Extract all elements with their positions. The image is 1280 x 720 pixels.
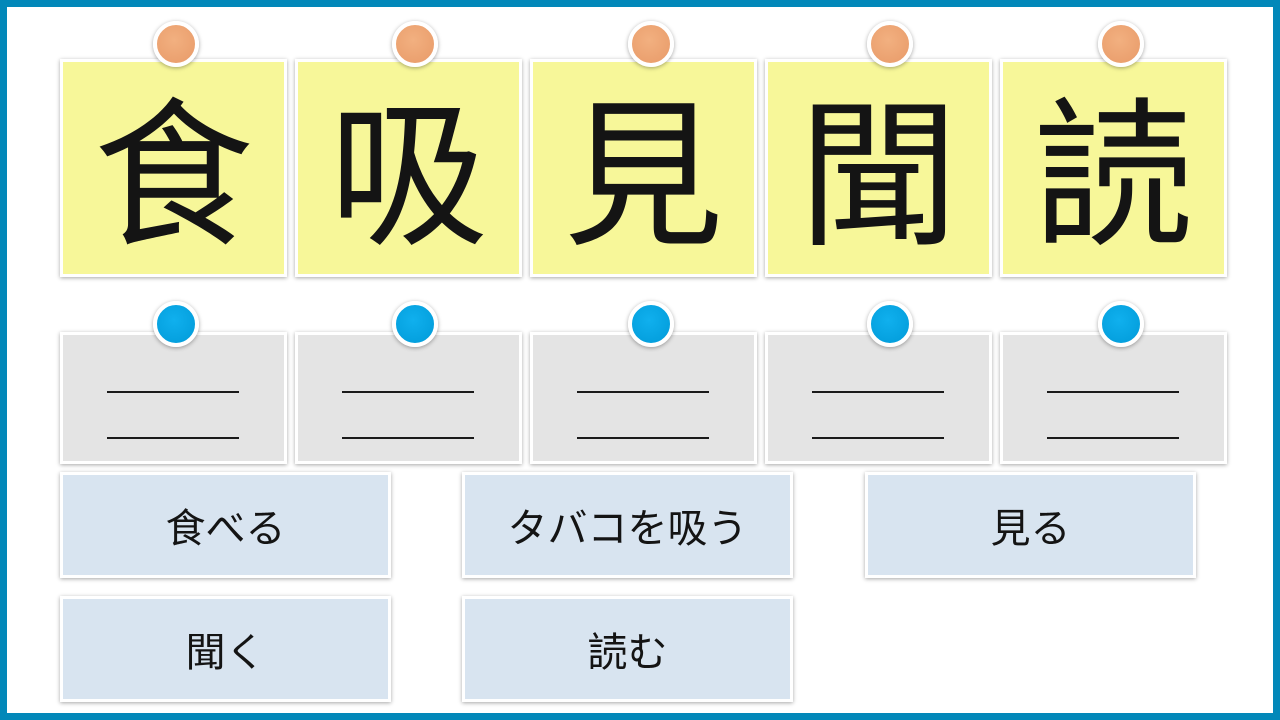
answer-drop-zone[interactable] <box>765 332 992 464</box>
pin-icon <box>392 301 438 347</box>
pin-icon <box>153 301 199 347</box>
answer-button-tabako-wo-suu[interactable]: タバコを吸う <box>462 472 793 578</box>
pin-icon <box>1098 21 1144 67</box>
kanji-card: 聞 <box>765 59 992 277</box>
kanji-card: 読 <box>1000 59 1227 277</box>
answer-drop-zone[interactable] <box>530 332 757 464</box>
answer-button-kiku[interactable]: 聞く <box>60 596 391 702</box>
blank-line <box>107 391 239 393</box>
pin-icon <box>153 21 199 67</box>
blank-line <box>342 391 474 393</box>
kanji-card: 見 <box>530 59 757 277</box>
answer-button-yomu[interactable]: 読む <box>462 596 793 702</box>
blank-line <box>107 437 239 439</box>
answer-button-miru[interactable]: 見る <box>865 472 1196 578</box>
pin-icon <box>628 301 674 347</box>
pin-icon <box>867 301 913 347</box>
blank-line <box>1047 437 1179 439</box>
pin-icon <box>392 21 438 67</box>
blank-line <box>577 391 709 393</box>
answer-drop-zone[interactable] <box>1000 332 1227 464</box>
answer-drop-zone[interactable] <box>295 332 522 464</box>
kanji-card: 食 <box>60 59 287 277</box>
pin-icon <box>867 21 913 67</box>
blank-line <box>577 437 709 439</box>
answer-button-taberu[interactable]: 食べる <box>60 472 391 578</box>
blank-line <box>812 437 944 439</box>
blank-line <box>812 391 944 393</box>
pin-icon <box>628 21 674 67</box>
answer-drop-zone[interactable] <box>60 332 287 464</box>
blank-line <box>342 437 474 439</box>
kanji-card: 吸 <box>295 59 522 277</box>
pin-icon <box>1098 301 1144 347</box>
blank-line <box>1047 391 1179 393</box>
